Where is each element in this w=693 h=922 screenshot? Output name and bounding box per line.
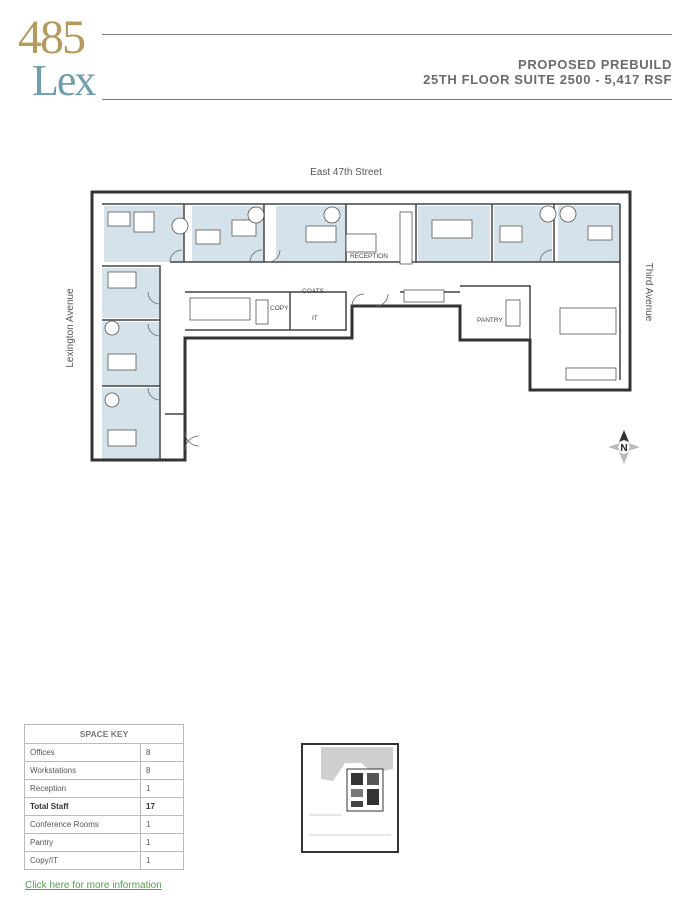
title-line-1: PROPOSED PREBUILD bbox=[518, 57, 672, 72]
compass-label: N bbox=[620, 443, 627, 454]
logo-number: 485 bbox=[18, 11, 86, 64]
north-arrow: N bbox=[608, 430, 640, 464]
room-labels: RECEPTION COATS COPY IT PANTRY bbox=[270, 253, 503, 324]
page-title: PROPOSED PREBUILD 25TH FLOOR SUITE 2500 … bbox=[423, 57, 672, 87]
room-label-reception: RECEPTION bbox=[350, 253, 388, 260]
street-label-left: Lexington Avenue bbox=[65, 288, 76, 368]
more-info-link[interactable]: Click here for more information bbox=[25, 880, 162, 891]
room-label-it: IT bbox=[312, 315, 318, 322]
exterior-walls bbox=[90, 190, 632, 462]
logo-word: Lex bbox=[32, 56, 96, 105]
485-lex-logo: 485 Lex bbox=[16, 14, 102, 106]
street-label-right: Third Avenue bbox=[643, 263, 654, 322]
header-rule-bottom bbox=[102, 99, 672, 100]
room-label-pantry: PANTRY bbox=[477, 317, 503, 324]
floor-location-map bbox=[301, 743, 399, 853]
interior-walls bbox=[102, 203, 621, 460]
street-label-top: East 47th Street bbox=[310, 167, 382, 178]
furniture bbox=[104, 205, 617, 447]
room-label-coats: COATS bbox=[302, 288, 325, 295]
doors bbox=[147, 249, 553, 451]
room-label-copy: COPY bbox=[270, 305, 289, 312]
title-line-2: 25TH FLOOR SUITE 2500 - 5,417 RSF bbox=[423, 72, 672, 87]
header-rule-top bbox=[102, 34, 672, 35]
space-key-title: SPACE KEY bbox=[24, 724, 184, 744]
floor-plan: East 47th Street Lexington Avenue Third … bbox=[65, 167, 654, 464]
